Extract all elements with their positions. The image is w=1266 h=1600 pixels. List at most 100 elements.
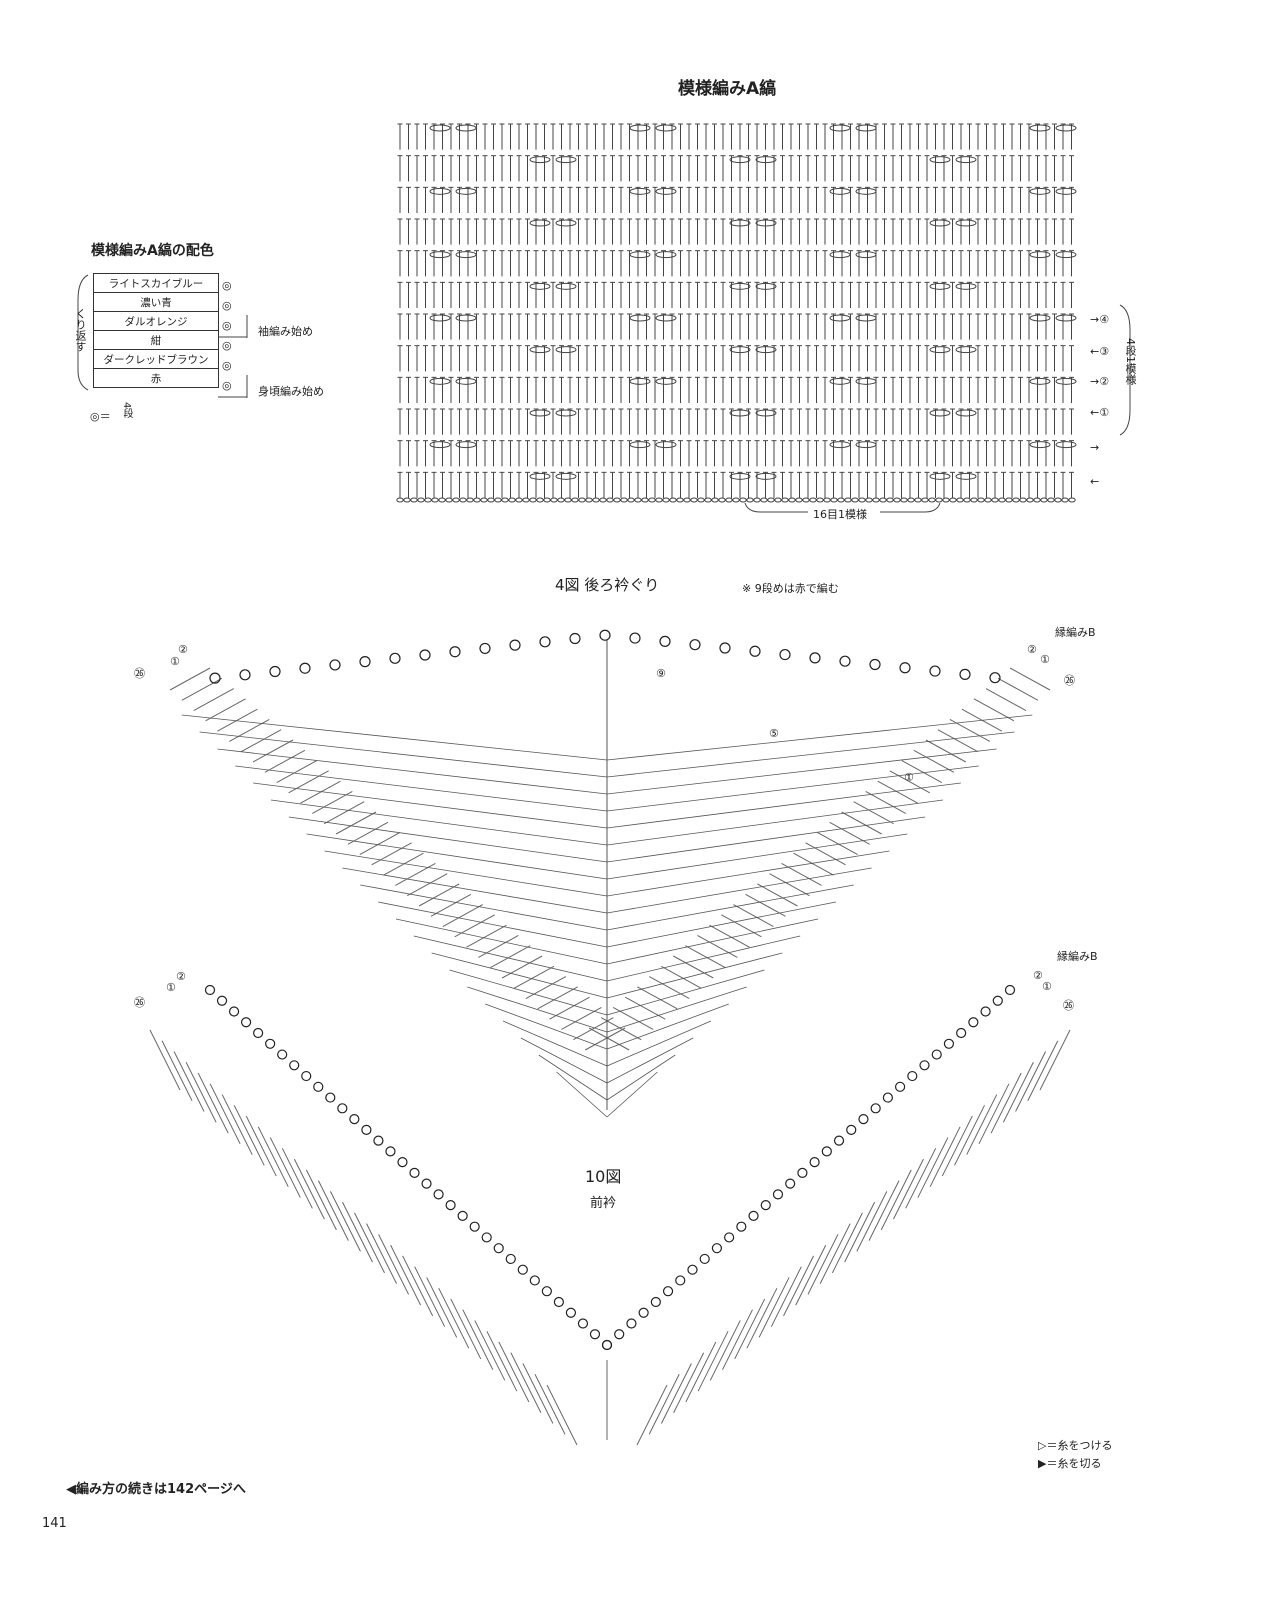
chain-loop [929,409,951,417]
fig4-row-right [606,986,747,1033]
foundation-chain [508,497,516,503]
fig10-picot-left [325,1092,336,1103]
chain-loop [1029,377,1051,385]
color-table-title: 模様編みA縞の配色 [91,243,214,259]
chain-loop [729,156,751,164]
symbol-legend-value: 4段 [121,402,132,419]
chain-loop [1029,251,1051,259]
fig10-picot-left [204,984,216,996]
fig10-stitch-right [831,1212,863,1274]
fig4-stitch-left [217,708,258,732]
chain-loop [529,282,551,290]
fig4-stitch-right [877,780,918,804]
fig10-picot-right [601,1339,613,1351]
foundation-chain [921,497,929,503]
fig10-stitch-right [660,1363,692,1424]
fig10-stitch-right [1039,1029,1071,1091]
fig10-stitch-left [342,1201,373,1263]
fig10-picot-right [699,1253,710,1265]
chain-loop [629,124,651,132]
chain-loop [555,409,577,417]
fig4-stitch-right [673,955,714,979]
fig4-picot [539,636,551,648]
fig10-mark-1-right: ① [1042,980,1052,993]
fig4-stitch-left [501,955,543,979]
chain-loop [1029,314,1051,322]
fig10-stitch-left [354,1212,385,1274]
chain-loop [955,409,977,417]
fig10-picot-right [846,1124,857,1135]
figure10-edge-label: 縁編みB [1057,950,1098,963]
chain-loop [755,346,777,354]
fig10-picot-right [724,1232,735,1243]
foundation-chain [592,497,600,503]
fig10-picot-left [529,1275,540,1286]
chain-loop [555,282,577,290]
fig4-row-right [606,1020,712,1067]
fig10-stitch-left [510,1352,542,1413]
chain-loop [555,472,577,480]
foundation-chain [641,497,649,503]
fig10-stitch-left [209,1083,241,1145]
fig10-stitch-left [546,1384,578,1446]
foundation-chain [1012,497,1020,503]
fig4-picot [479,642,491,655]
color-row-3: ダルオレンジ [93,311,219,331]
foundation-chain [473,497,481,503]
foundation-chain [802,497,810,503]
fig10-stitch-left [474,1320,506,1381]
fig4-stitch-right [745,893,786,917]
foundation-chain [893,497,901,503]
fig10-picot-left [421,1178,432,1189]
foundation-chain [445,497,453,503]
fig10-picot-right [919,1060,930,1071]
fig10-picot-left [313,1081,324,1092]
chain-loop [555,156,577,164]
fig4-stitch-left [371,842,412,866]
fig10-stitch-left [149,1029,181,1091]
fig10-stitch-left [293,1158,325,1220]
fig10-stitch-right [685,1341,717,1403]
fig10-stitch-left [269,1137,301,1198]
fig10-picot-right [858,1113,869,1125]
symbol-legend: ◎＝ [90,410,111,423]
foundation-chain [725,497,733,503]
fig10-stitch-left [245,1115,277,1177]
foundation-chain [991,497,999,503]
chain-loop [455,314,477,322]
fig4-picot [569,632,581,645]
fig4-stitch-left [466,924,507,948]
fig4-mark-2-right: ② [1027,643,1037,656]
fig4-mark-26-right: ㉖ [1064,674,1075,687]
chain-loop [729,346,751,354]
chain-loop [429,441,451,449]
fig4-row-right [606,833,908,880]
fig10-picot-left [301,1070,312,1082]
foundation-chain [543,497,551,503]
foundation-chain [907,497,915,503]
color-table: ライトスカイブルー 濃い青 ダルオレンジ 紺 ダークレッドブラウン 赤 [93,273,219,388]
chain-loop [1055,187,1077,195]
fig4-picot [659,635,671,647]
chain-loop [855,441,877,449]
foundation-chain [1026,497,1034,503]
foundation-chain [949,497,957,503]
chain-loop [555,346,577,354]
fig4-stitch-right [600,1017,642,1041]
chain-loop [929,346,951,354]
foundation-chain [732,497,740,503]
chain-loop [1029,187,1051,195]
fig10-stitch-left [414,1266,446,1327]
fig10-stitch-right [722,1309,753,1370]
fig4-row-right [606,918,819,965]
chain-loop [1029,124,1051,132]
foundation-chain [459,497,467,503]
fig10-picot-right [626,1318,637,1329]
fig10-stitch-left [185,1062,217,1123]
fig4-row-right [606,714,1033,761]
fig10-stitch-right [734,1298,766,1360]
foundation-chain [970,497,978,503]
fig4-picot [389,652,401,664]
fig4-stitch-left [264,749,306,773]
fig4-row-right [606,782,961,829]
